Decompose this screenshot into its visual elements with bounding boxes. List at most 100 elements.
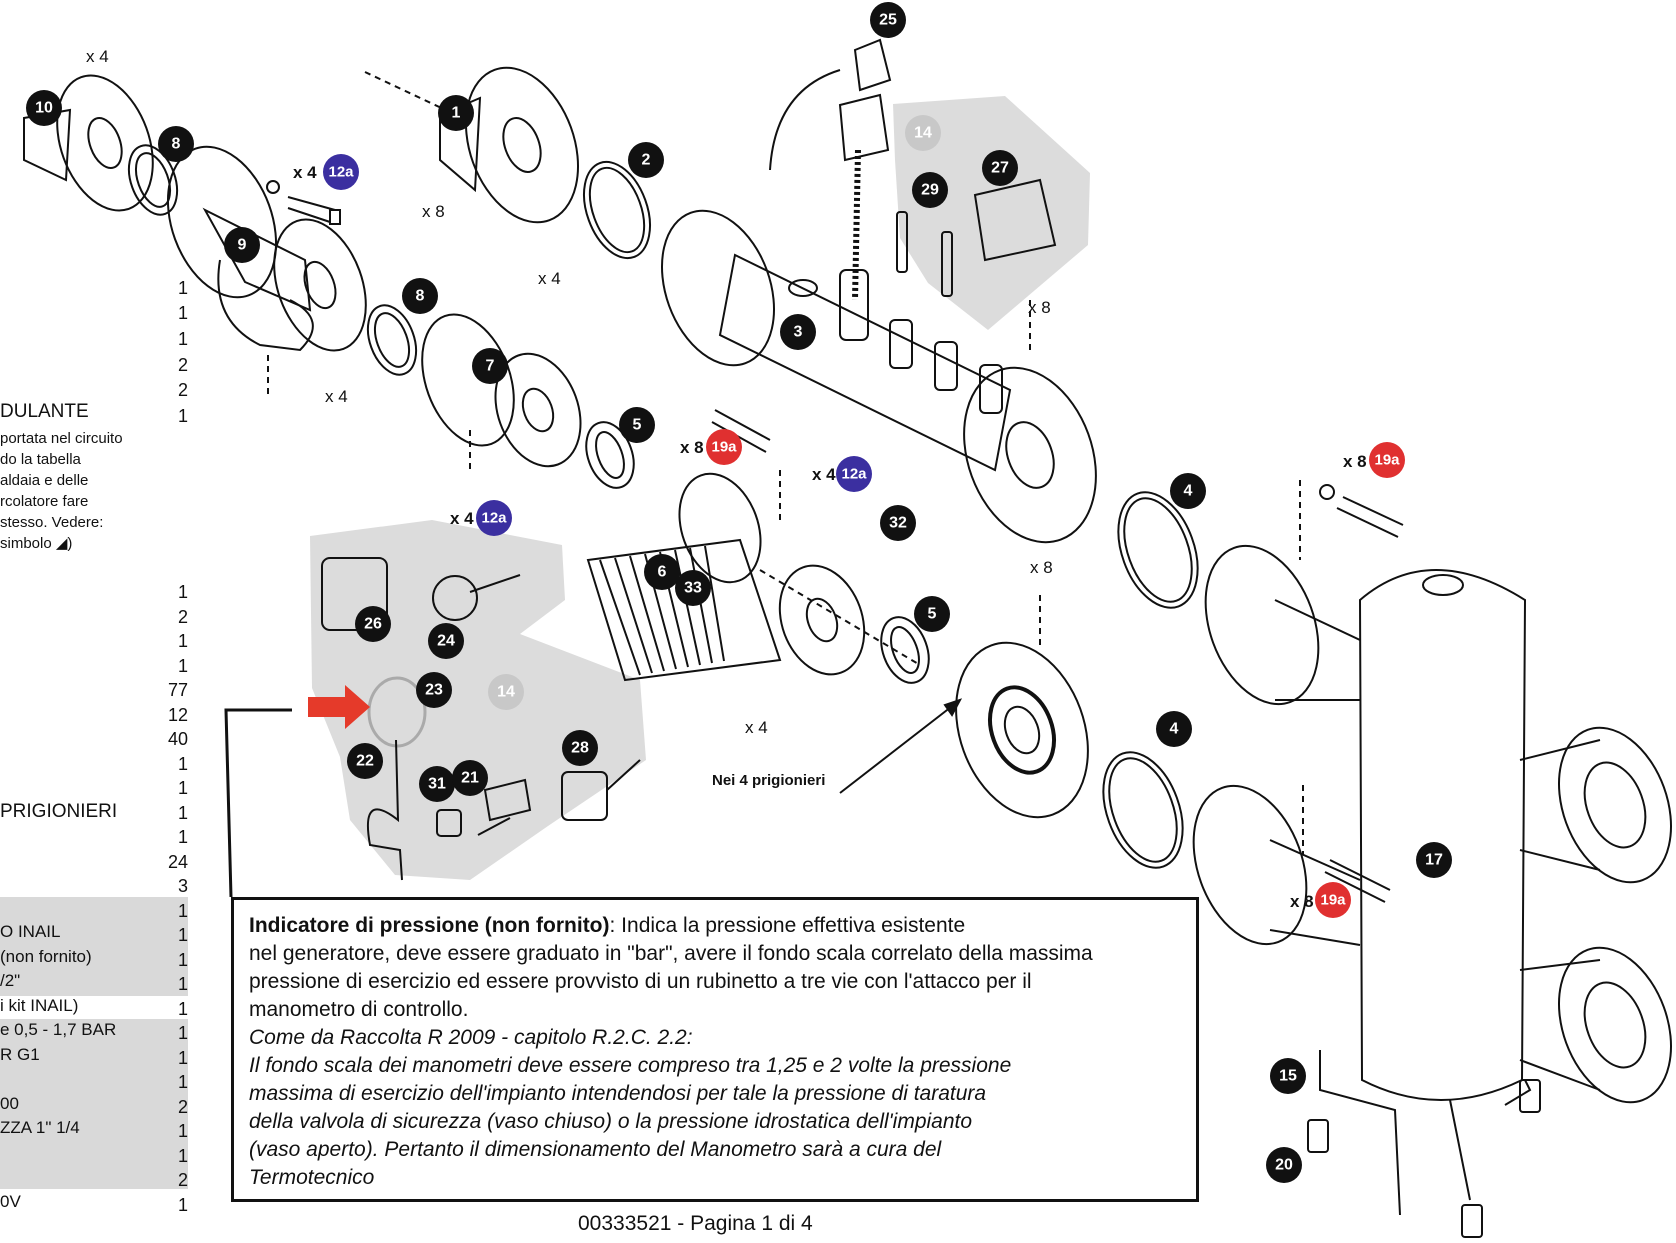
qty-7: 40 xyxy=(167,729,188,749)
qty-14: 1 xyxy=(177,900,188,921)
svg-text:6: 6 xyxy=(658,564,667,581)
callout-19a-middle: 19a xyxy=(706,429,742,465)
svg-text:31: 31 xyxy=(428,776,446,793)
part-5-gasket-right xyxy=(880,616,930,684)
callout-22: 22 xyxy=(347,743,383,779)
callout-27: 27 xyxy=(982,150,1018,186)
qty-label-x4-c: x 4 xyxy=(325,387,348,406)
part-19a-bolt-right-top xyxy=(1336,496,1404,538)
left-table-line-3: O INAIL xyxy=(0,922,61,941)
part-6-flange-top xyxy=(678,472,762,584)
part-17-flange-left-top xyxy=(1204,544,1320,706)
left-table-line-5: /2" xyxy=(0,971,21,990)
part-28-valve-head xyxy=(561,771,608,821)
svg-text:17: 17 xyxy=(1425,852,1443,869)
qty-top-4: 2 xyxy=(177,355,188,375)
qty-5: 77 xyxy=(167,680,188,700)
qty-21: 1 xyxy=(177,1072,188,1092)
svg-text:3: 3 xyxy=(794,324,803,341)
part-21-valve xyxy=(477,778,532,836)
svg-text:19a: 19a xyxy=(711,439,737,456)
qty-label-x8-b: x 8 xyxy=(1028,298,1051,317)
part-3-flange-left xyxy=(660,209,776,367)
qty-15: 1 xyxy=(177,925,188,945)
part-10-flange xyxy=(56,74,154,212)
svg-text:26: 26 xyxy=(364,616,382,633)
callout-3: 3 xyxy=(780,314,816,350)
svg-text:22: 22 xyxy=(356,753,374,770)
callout-8-middle: 8 xyxy=(402,278,438,314)
callout-6: 6 xyxy=(644,554,680,590)
callout-5-right: 5 xyxy=(914,596,950,632)
qty-label-x8-19a-a: x 8 xyxy=(680,438,704,457)
svg-text:33: 33 xyxy=(684,580,702,597)
svg-text:19a: 19a xyxy=(1374,452,1400,469)
part-12a-bolt-top xyxy=(287,196,341,225)
callout-10: 10 xyxy=(26,90,62,126)
svg-text:12a: 12a xyxy=(841,466,867,483)
part-29-sensor-right xyxy=(941,231,953,297)
svg-text:21: 21 xyxy=(461,770,479,787)
svg-text:14: 14 xyxy=(497,684,515,701)
left-table-line-7: e 0,5 - 1,7 BAR xyxy=(0,1020,117,1039)
info-italic-5: Termotecnico xyxy=(249,1166,375,1189)
qty-23: 1 xyxy=(177,1121,188,1141)
svg-text:5: 5 xyxy=(928,606,937,623)
qty-top-3: 1 xyxy=(177,329,188,349)
qty-label-x4-12a-c: x 4 xyxy=(450,509,474,528)
callout-24: 24 xyxy=(428,623,464,659)
part-17-separator-body xyxy=(1358,569,1527,1101)
qty-20: 1 xyxy=(177,1047,188,1068)
left-table-line-4: (non fornito) xyxy=(0,947,92,966)
part-5-gasket-left xyxy=(585,421,635,489)
qty-9: 1 xyxy=(177,778,188,798)
part-19a-bolt-right-bottom xyxy=(1324,859,1391,903)
callout-26: 26 xyxy=(355,606,391,642)
info-line-3: pressione di esercizio ed essere provvis… xyxy=(249,970,1032,993)
callout-19a-right-top: 19a xyxy=(1369,442,1405,478)
callout-31: 31 xyxy=(419,766,455,802)
part-31-fitting xyxy=(436,809,462,837)
callout-21: 21 xyxy=(452,760,488,796)
leader-line-info xyxy=(224,708,292,898)
callout-15: 15 xyxy=(1270,1058,1306,1094)
callout-17: 17 xyxy=(1416,842,1452,878)
callout-4-top: 4 xyxy=(1170,473,1206,509)
callout-9: 9 xyxy=(224,227,260,263)
info-line-1-text: : Indica la pressione effettiva esistent… xyxy=(609,914,966,937)
qty-top-6: 1 xyxy=(177,406,188,426)
part-19a-bolt-middle xyxy=(711,409,771,453)
part-20-foot-right xyxy=(1519,1079,1541,1113)
qty-12: 24 xyxy=(167,851,188,872)
qty-26: 1 xyxy=(177,1194,188,1215)
qty-top-5: 2 xyxy=(177,380,188,400)
left-table-line-8: R G1 xyxy=(0,1045,40,1064)
callout-29: 29 xyxy=(912,172,948,208)
info-italic-4: (vaso aperto). Pertanto il dimensionamen… xyxy=(249,1138,942,1161)
svg-text:12a: 12a xyxy=(481,510,507,527)
part-3-flange-right xyxy=(963,366,1097,544)
svg-text:1: 1 xyxy=(452,105,461,122)
part-3-manifold-body xyxy=(718,253,1012,472)
callout-1: 1 xyxy=(438,95,474,131)
qty-1: 1 xyxy=(177,582,188,602)
part-27-box xyxy=(973,178,1057,262)
pressure-indicator-info-box: Indicatore di pressione (non fornito): I… xyxy=(231,897,1199,1202)
info-line-4: manometro di controllo. xyxy=(249,998,469,1021)
qty-top-1: 1 xyxy=(177,278,188,298)
svg-text:4: 4 xyxy=(1170,721,1179,738)
left-note-line-6: simbolo ◢) xyxy=(0,535,73,552)
qty-top-2: 1 xyxy=(177,303,188,323)
svg-text:7: 7 xyxy=(486,358,495,375)
svg-text:19a: 19a xyxy=(1320,892,1346,909)
callout-14-top: 14 xyxy=(905,115,941,151)
svg-text:4: 4 xyxy=(1184,483,1193,500)
leader-line-prisoners xyxy=(839,699,961,794)
part-1-flange xyxy=(464,66,580,224)
svg-text:32: 32 xyxy=(889,515,907,532)
qty-17: 1 xyxy=(177,974,188,994)
info-line-2: nel generatore, deve essere graduato in … xyxy=(249,942,1093,965)
info-line-1: Indicatore di pressione (non fornito): I… xyxy=(249,912,1180,940)
callout-20: 20 xyxy=(1266,1147,1302,1183)
red-pointer-arrow xyxy=(308,685,370,729)
